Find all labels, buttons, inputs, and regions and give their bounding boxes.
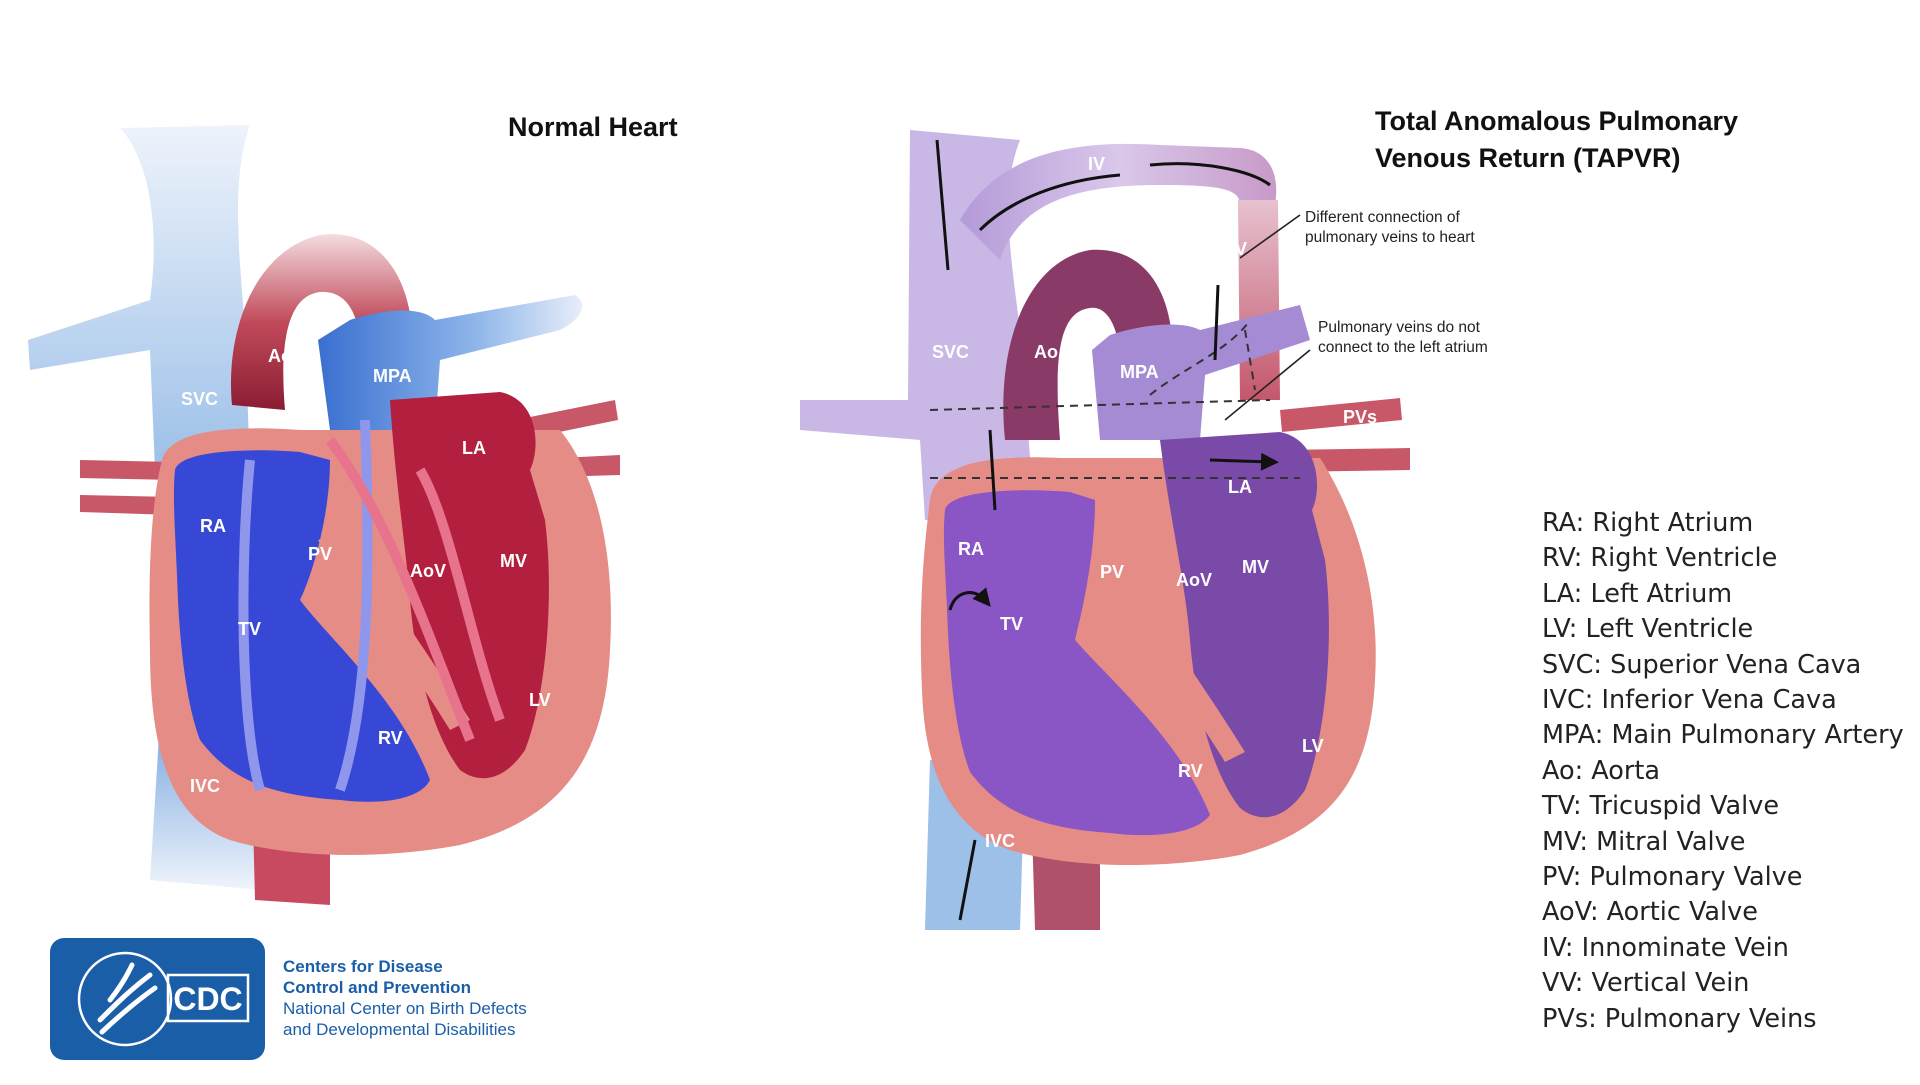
normal-right-veins	[515, 400, 620, 478]
tapvr-mpa-vessel	[1092, 305, 1310, 440]
legend-item: SVC: Superior Vena Cava	[1542, 649, 1862, 680]
legend-item: PV: Pulmonary Valve	[1542, 862, 1803, 893]
normal-label-pv: PV	[308, 544, 332, 564]
tapvr-label-aov: AoV	[1176, 570, 1212, 590]
tapvr-label-mpa: MPA	[1120, 362, 1159, 382]
tapvr-label-svc: SVC	[932, 342, 969, 362]
tapvr-annotation1-leader	[1239, 214, 1301, 259]
legend-item: IVC: Inferior Vena Cava	[1542, 685, 1837, 716]
tapvr-label-lv: LV	[1302, 736, 1324, 756]
normal-flow-lv-arrow	[325, 437, 505, 742]
normal-label-aov: AoV	[410, 561, 446, 581]
hhs-eagle-icon	[97, 962, 158, 1035]
annotation1-line1: Different connection of	[1305, 209, 1461, 226]
tapvr-label-la: LA	[1228, 477, 1252, 497]
normal-label-ra: RA	[200, 516, 226, 536]
tapvr-pulmonary-veins	[1280, 398, 1410, 472]
tapvr-label-tv: TV	[1000, 614, 1023, 634]
tapvr-ra-arrow	[948, 587, 991, 611]
annotation2-line1: Pulmonary veins do not	[1318, 319, 1481, 336]
normal-label-la: LA	[462, 438, 486, 458]
tapvr-septum	[1092, 562, 1245, 762]
cdc-badge-text: CDC	[173, 981, 242, 1017]
normal-flow-rv-arrow	[238, 419, 373, 792]
tapvr-innominate-vein	[960, 143, 1277, 260]
legend-item: PVs: Pulmonary Veins	[1542, 1003, 1817, 1034]
normal-label-tv: TV	[238, 619, 261, 639]
tapvr-aorta-arch	[1003, 249, 1173, 440]
legend-item: RA: Right Atrium	[1542, 508, 1754, 538]
normal-heart-title: Normal Heart	[508, 112, 678, 142]
tapvr-label-iv: IV	[1088, 154, 1105, 174]
legend-item: Ao: Aorta	[1542, 755, 1660, 786]
normal-svc-vessel	[28, 125, 250, 470]
cdc-line3: National Center on Birth Defects	[283, 999, 527, 1018]
normal-label-rv: RV	[378, 728, 403, 748]
tapvr-annotations: Different connection of pulmonary veins …	[1305, 209, 1488, 356]
hhs-seal-icon	[77, 951, 173, 1047]
tapvr-label-ao: Ao	[1034, 342, 1058, 362]
normal-label-ao: Ao	[268, 346, 292, 366]
normal-label-ivc: IVC	[190, 776, 220, 796]
legend-item: LA: Left Atrium	[1542, 578, 1733, 609]
normal-label-lv: LV	[529, 690, 551, 710]
cdc-org-text: Centers for Disease Control and Preventi…	[283, 956, 527, 1040]
annotation2-line2: connect to the left atrium	[1318, 339, 1488, 356]
legend-item: IV: Innominate Vein	[1542, 932, 1789, 963]
legend-item: TV: Tricuspid Valve	[1542, 791, 1780, 822]
cdc-logo: CDC	[50, 938, 265, 1060]
legend-item: RV: Right Ventricle	[1542, 543, 1778, 574]
tapvr-label-pv: PV	[1100, 562, 1124, 582]
legend-item: MV: Mitral Valve	[1542, 826, 1746, 857]
tapvr-flow-arrows	[935, 139, 1270, 921]
annotation1-line2: pulmonary veins to heart	[1305, 229, 1475, 246]
legend-item: AoV: Aortic Valve	[1542, 897, 1758, 928]
cdc-line2: Control and Prevention	[283, 978, 471, 997]
legend-item: VV: Vertical Vein	[1542, 968, 1750, 999]
tapvr-right-chambers	[943, 490, 1210, 836]
tapvr-label-pvs: PVs	[1343, 407, 1377, 427]
tapvr-label-rv: RV	[1178, 761, 1203, 781]
tapvr-title-line2: Venous Return (TAPVR)	[1375, 143, 1681, 173]
normal-heart-illustration	[28, 125, 620, 905]
tapvr-heart-labels: IV VV SVC Ao MPA PVs LA RA PV AoV MV TV …	[932, 154, 1377, 851]
cdc-line4: and Developmental Disabilities	[283, 1020, 516, 1039]
normal-right-chambers	[173, 450, 430, 802]
normal-label-svc: SVC	[181, 389, 218, 409]
tapvr-label-mv: MV	[1242, 557, 1269, 577]
normal-left-veins	[80, 460, 175, 515]
tapvr-annotation2-leader	[1224, 349, 1311, 421]
legend-item: LV: Left Ventricle	[1542, 614, 1754, 645]
normal-label-mv: MV	[500, 551, 527, 571]
tapvr-heart-illustration	[800, 130, 1410, 930]
tapvr-label-ivc: IVC	[985, 831, 1015, 851]
normal-heart-labels: SVC Ao MPA LA RA PV AoV MV TV LV RV IVC	[181, 346, 551, 796]
tapvr-label-vv: VV	[1223, 239, 1247, 259]
normal-septum	[318, 530, 470, 730]
tapvr-title-line1: Total Anomalous Pulmonary	[1375, 106, 1739, 136]
tapvr-vertical-vein	[1238, 200, 1280, 400]
tapvr-label-ra: RA	[958, 539, 984, 559]
tapvr-dashed-paths	[929, 319, 1300, 479]
tapvr-left-chambers	[1160, 432, 1329, 818]
normal-mpa-vessel	[318, 295, 583, 430]
cdc-badge-frame	[166, 973, 250, 1023]
cdc-line1: Centers for Disease	[283, 957, 443, 976]
legend-item: MPA: Main Pulmonary Artery	[1542, 720, 1904, 751]
normal-label-mpa: MPA	[373, 366, 412, 386]
